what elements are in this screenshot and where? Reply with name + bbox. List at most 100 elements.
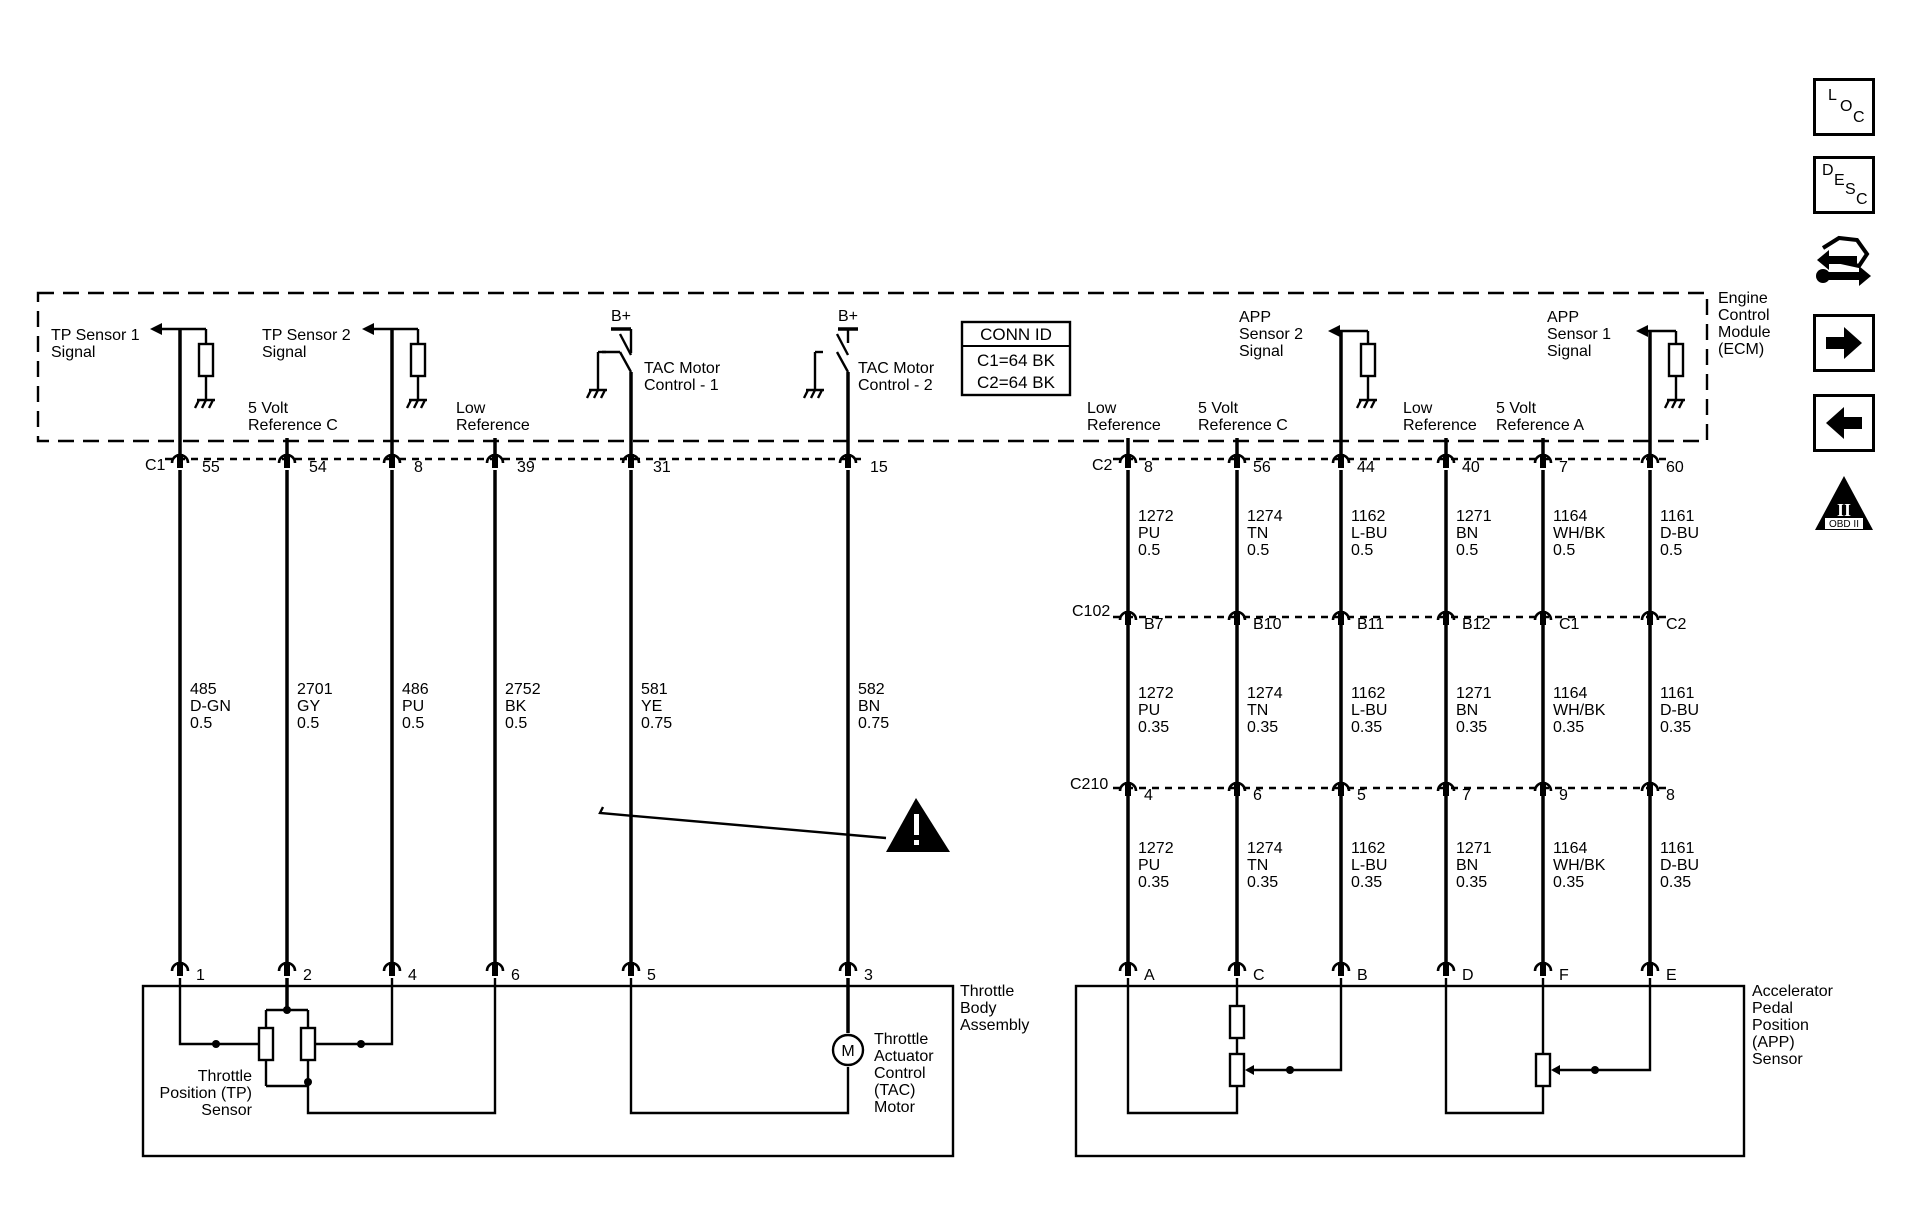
c102-pin-2: B11 xyxy=(1331,610,1384,633)
ecm-label: Engine Control Module (ECM) xyxy=(1718,290,1771,358)
ecm-tac-motor-control-1: B+ TAC Motor Control - 1 xyxy=(585,308,721,456)
c210-pin-5: 8 xyxy=(1640,781,1675,804)
throttle-body-pin-0-label: 1 xyxy=(196,967,205,984)
svg-text:Signal: Signal xyxy=(262,344,306,361)
svg-text:1274: 1274 xyxy=(1247,508,1283,525)
svg-text:0.35: 0.35 xyxy=(1351,719,1382,736)
app-pin-5: E xyxy=(1640,961,1677,984)
svg-text:0.5: 0.5 xyxy=(505,715,527,732)
svg-text:PU: PU xyxy=(402,698,424,715)
c1-pin-4: 31 xyxy=(621,453,671,476)
svg-text:Assembly: Assembly xyxy=(960,1017,1029,1034)
c2-pin-1-label: 56 xyxy=(1253,459,1271,476)
svg-text:0.5: 0.5 xyxy=(1138,542,1160,559)
desc-button[interactable]: D E S C xyxy=(1813,156,1875,214)
svg-text:II: II xyxy=(1837,500,1851,520)
c1-pin-1-label: 54 xyxy=(309,459,327,476)
loc-letter-o: O xyxy=(1840,98,1853,115)
c1-pin-3: 39 xyxy=(485,453,535,476)
caution-icon xyxy=(598,798,950,852)
svg-text:1274: 1274 xyxy=(1247,685,1283,702)
svg-text:0.35: 0.35 xyxy=(1660,719,1691,736)
app-pin-2: B xyxy=(1331,961,1368,984)
c210-pin-0-label: 4 xyxy=(1144,787,1153,804)
c102-pin-5-label: C2 xyxy=(1666,616,1687,633)
throttle-body-pin-5: 3 xyxy=(838,961,873,984)
svg-text:C210: C210 xyxy=(1070,776,1108,793)
app-pin-4-label: F xyxy=(1559,967,1569,984)
svg-text:B+: B+ xyxy=(838,308,858,325)
c2-pin-3-label: 40 xyxy=(1462,459,1480,476)
c1-pin-0-label: 55 xyxy=(202,459,220,476)
ecm-app-sensor-1-signal: APP Sensor 1 Signal xyxy=(1547,309,1685,456)
svg-text:L-BU: L-BU xyxy=(1351,525,1387,542)
app-sensor-assembly: Accelerator Pedal Position (APP) Sensor xyxy=(1074,983,1834,1158)
previous-button[interactable] xyxy=(1813,394,1875,452)
svg-text:Motor: Motor xyxy=(874,1099,916,1116)
svg-text:D-BU: D-BU xyxy=(1660,525,1699,542)
svg-text:5 Volt: 5 Volt xyxy=(1198,400,1239,417)
connector-tool-icon[interactable] xyxy=(1813,232,1875,290)
desc-letter-e: E xyxy=(1834,172,1845,189)
c102-pin-1: B10 xyxy=(1227,610,1282,633)
svg-text:1272: 1272 xyxy=(1138,508,1174,525)
svg-text:486: 486 xyxy=(402,681,429,698)
c1-pin-5-label: 15 xyxy=(870,459,888,476)
svg-text:Signal: Signal xyxy=(51,344,95,361)
svg-text:0.75: 0.75 xyxy=(641,715,672,732)
c210-pin-5-label: 8 xyxy=(1666,787,1675,804)
svg-text:Position (TP): Position (TP) xyxy=(160,1085,252,1102)
svg-text:1161: 1161 xyxy=(1660,840,1695,857)
svg-text:0.35: 0.35 xyxy=(1660,874,1691,891)
obd-ii-button[interactable]: II OBD II xyxy=(1813,472,1875,534)
svg-text:0.5: 0.5 xyxy=(1456,542,1478,559)
svg-text:TN: TN xyxy=(1247,702,1268,719)
svg-text:0.35: 0.35 xyxy=(1456,719,1487,736)
ecm-tac-motor-control-2: B+ TAC Motor Control - 2 xyxy=(802,308,935,456)
svg-text:0.35: 0.35 xyxy=(1351,874,1382,891)
svg-text:5 Volt: 5 Volt xyxy=(1496,400,1537,417)
app-pin-1: C xyxy=(1227,961,1265,984)
svg-text:Signal: Signal xyxy=(1239,343,1283,360)
svg-text:WH/BK: WH/BK xyxy=(1553,857,1606,874)
c210-pin-3: 7 xyxy=(1436,781,1471,804)
svg-text:1271: 1271 xyxy=(1456,508,1492,525)
app-pin-3: D xyxy=(1436,961,1474,984)
arrow-left-icon xyxy=(1826,407,1862,439)
svg-text:Low: Low xyxy=(1087,400,1117,417)
svg-text:WH/BK: WH/BK xyxy=(1553,702,1606,719)
svg-text:D-GN: D-GN xyxy=(190,698,231,715)
svg-text:Module: Module xyxy=(1718,324,1771,341)
loc-button[interactable]: L O C xyxy=(1813,78,1875,136)
svg-text:0.35: 0.35 xyxy=(1553,874,1584,891)
svg-text:Sensor: Sensor xyxy=(201,1102,252,1119)
svg-text:0.35: 0.35 xyxy=(1456,874,1487,891)
c2-pin-2-label: 44 xyxy=(1357,459,1375,476)
conn-id-box: CONN ID C1=64 BK C2=64 BK xyxy=(960,320,1072,397)
svg-text:Throttle: Throttle xyxy=(198,1068,252,1085)
svg-text:Reference C: Reference C xyxy=(248,417,338,434)
c2-pin-1: 56 xyxy=(1227,453,1271,476)
svg-text:1162: 1162 xyxy=(1351,508,1386,525)
svg-text:L-BU: L-BU xyxy=(1351,702,1387,719)
app-pin-4: F xyxy=(1533,961,1569,984)
arrow-right-icon xyxy=(1826,327,1862,359)
next-button[interactable] xyxy=(1813,314,1875,372)
ecm-low-reference-right-2: Low Reference xyxy=(1403,400,1477,456)
c210-pin-4-label: 9 xyxy=(1559,787,1568,804)
connector-c1: C1 xyxy=(145,457,865,474)
c2-pin-5: 60 xyxy=(1640,453,1684,476)
app-pin-1-label: C xyxy=(1253,967,1265,984)
svg-text:M: M xyxy=(841,1043,854,1060)
svg-text:L-BU: L-BU xyxy=(1351,857,1387,874)
svg-text:0.75: 0.75 xyxy=(858,715,889,732)
c210-pin-2: 5 xyxy=(1331,781,1366,804)
svg-text:Reference A: Reference A xyxy=(1496,417,1584,434)
